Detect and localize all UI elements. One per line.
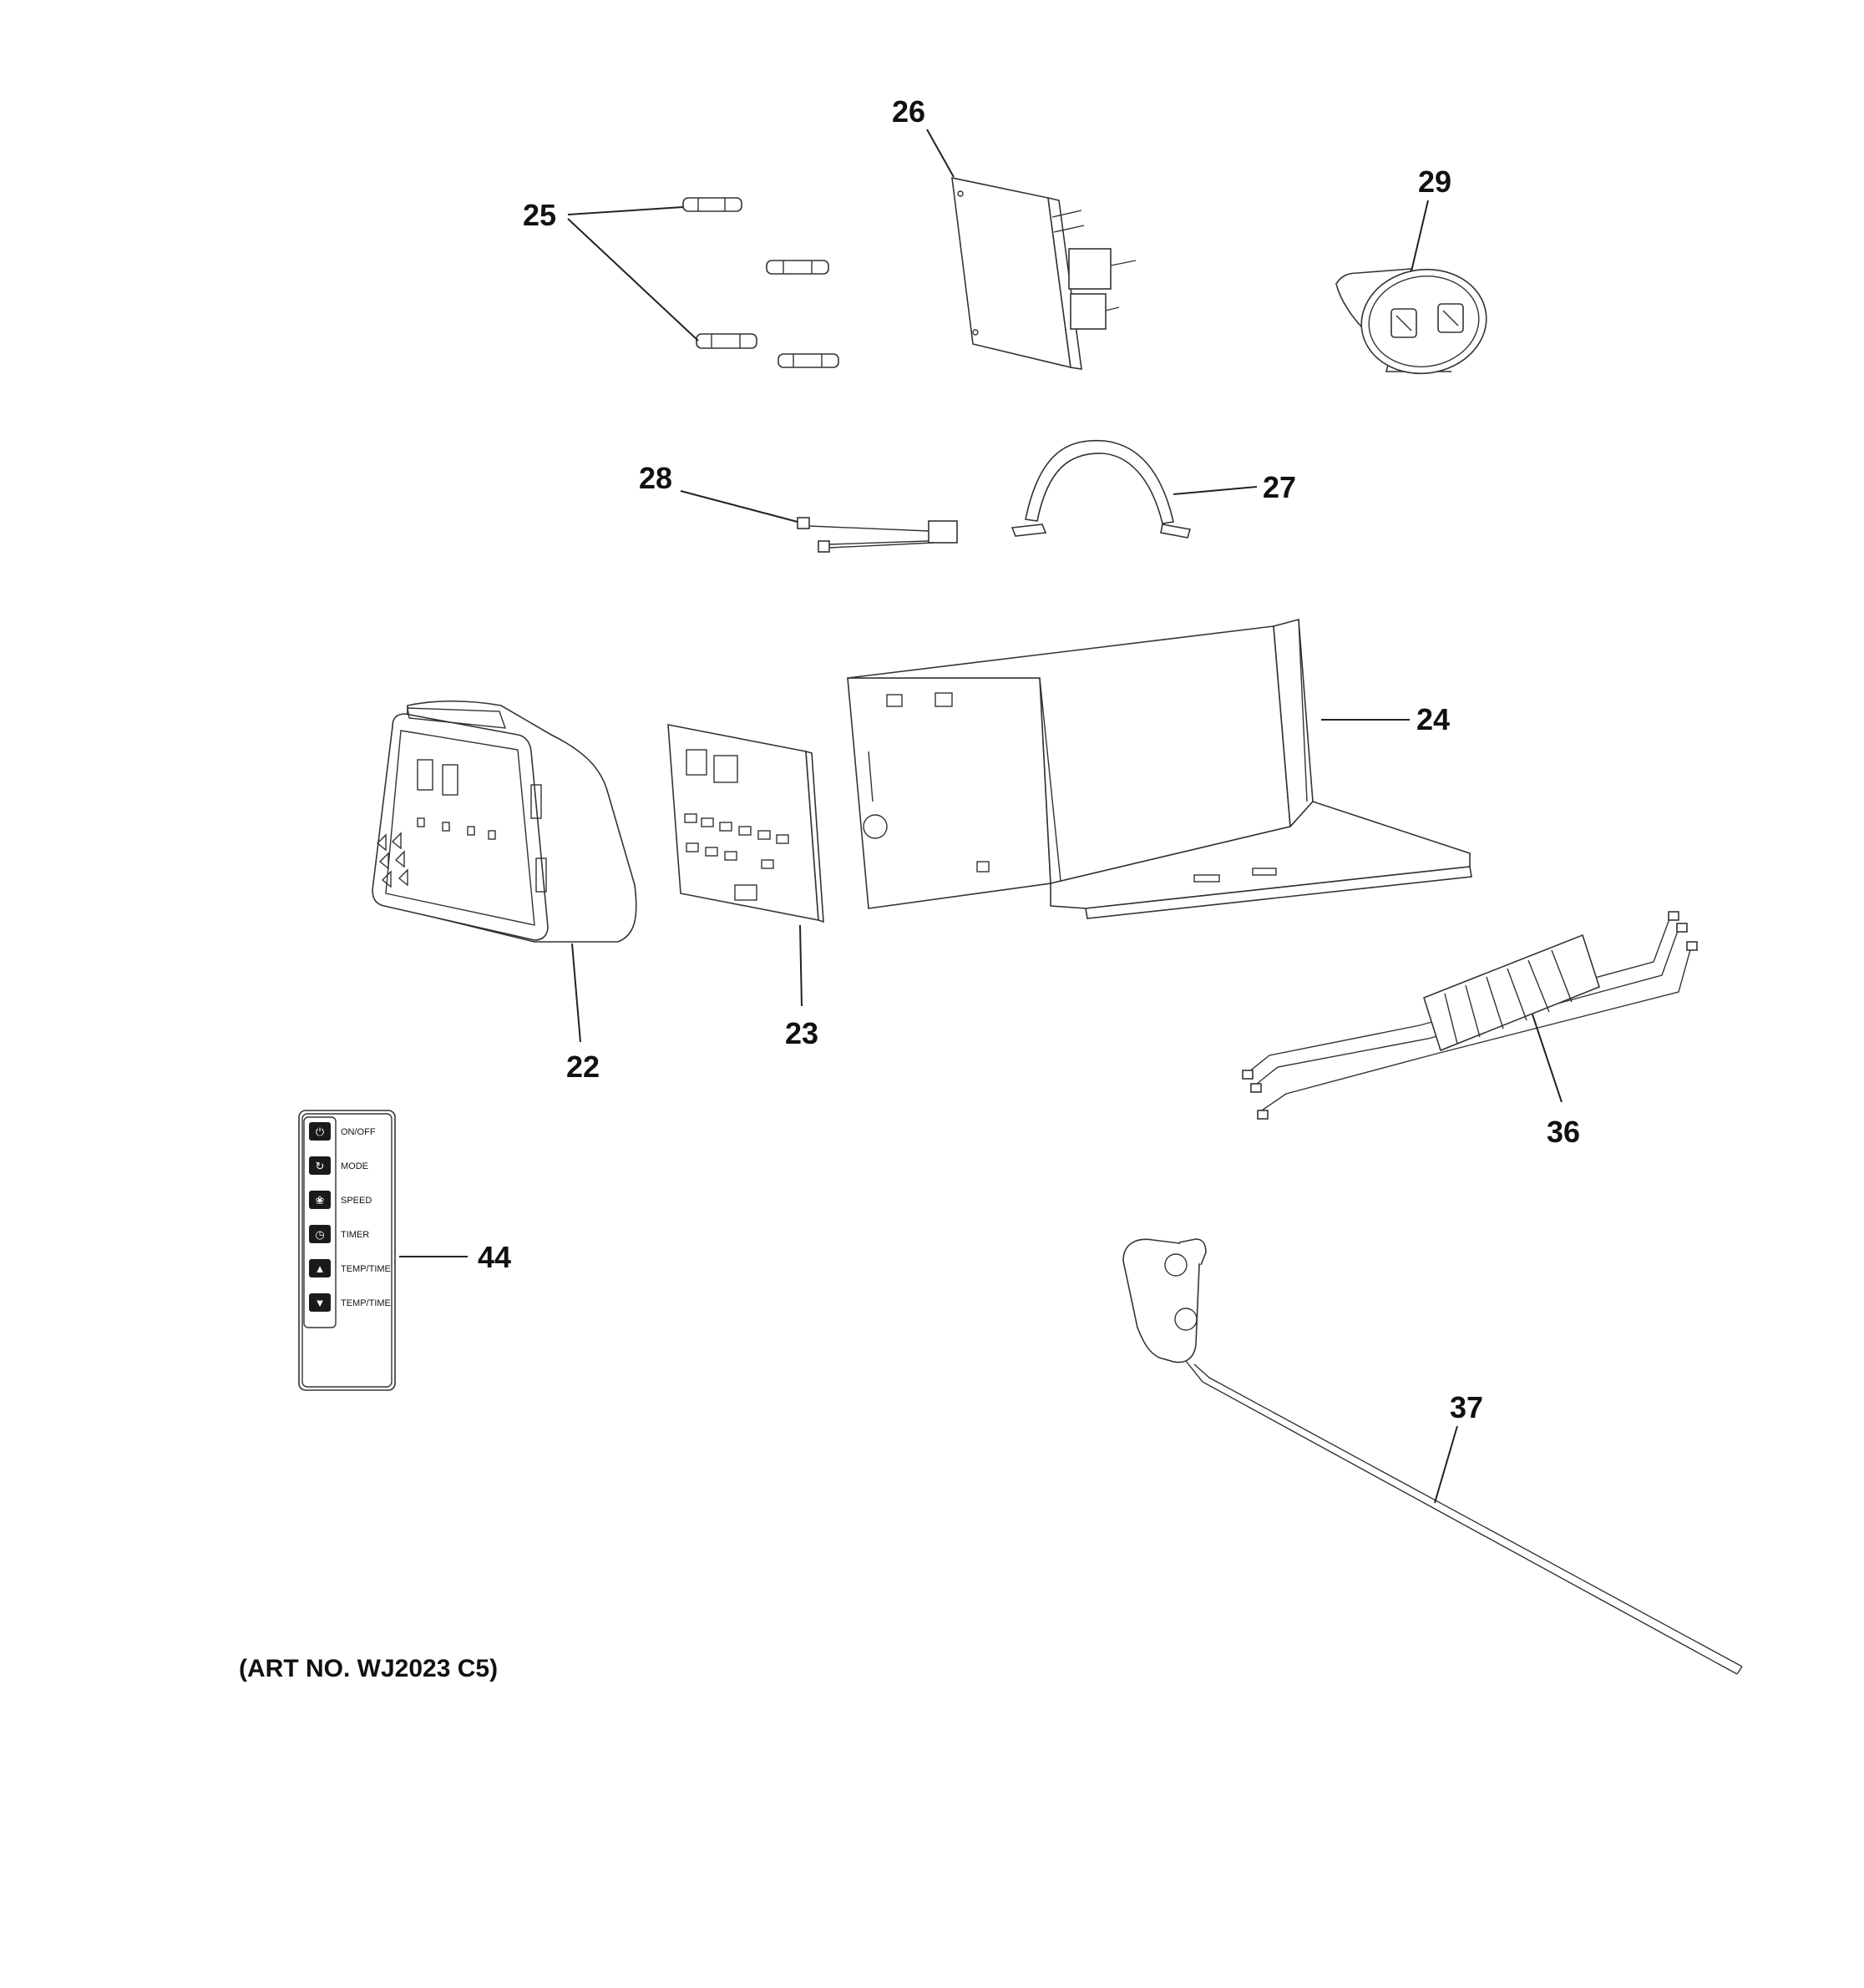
panel-buttons	[376, 817, 496, 888]
remote-button-label: TIMER	[341, 1230, 369, 1240]
remote-button-2: ↻ MODE	[309, 1156, 368, 1175]
remote-button-face	[309, 1156, 331, 1175]
fuse-1	[682, 197, 742, 212]
callout-26: 26	[892, 94, 925, 129]
timer-icon: ◷	[315, 1228, 324, 1241]
remote-button-face	[309, 1293, 331, 1312]
remote-button-label: TEMP/TIME	[341, 1264, 391, 1274]
power-icon: ⏻	[316, 1126, 324, 1138]
part-36-wire-harness	[1242, 911, 1698, 1120]
callout-22: 22	[566, 1050, 600, 1084]
part-27-strap	[1011, 439, 1192, 539]
part-23-pcb	[667, 724, 824, 923]
callout-27: 27	[1263, 470, 1296, 504]
fan-icon: ❀	[316, 1194, 325, 1206]
part-37-sensor	[1122, 1238, 1743, 1675]
remote-button-face	[309, 1259, 331, 1277]
callout-28: 28	[639, 461, 672, 495]
remote-buttons: ⏻ ON/OFF ↻ MODE ❀ SPEED ◷ TIMER ▲ TEMP/TIME ▼ TEMP/…	[309, 1122, 391, 1312]
remote-button-face	[309, 1122, 331, 1141]
remote-button-4: ◷ TIMER	[309, 1225, 369, 1243]
remote-button-5: ▲ TEMP/TIME	[309, 1259, 391, 1277]
remote-button-1: ⏻ ON/OFF	[309, 1122, 376, 1141]
remote-button-face	[309, 1225, 331, 1243]
part-44-remote	[298, 1110, 396, 1391]
callout-25: 25	[523, 198, 556, 232]
part-22-control-housing	[372, 700, 637, 943]
callout-37: 37	[1450, 1390, 1483, 1424]
callout-36: 36	[1547, 1115, 1580, 1149]
part-29-capacitor	[1335, 268, 1487, 375]
remote-button-3: ❀ SPEED	[309, 1191, 372, 1209]
callout-44: 44	[478, 1240, 511, 1274]
art-number: (ART NO. WJ2023 C5)	[239, 1655, 499, 1682]
arrow-up-icon: ▲	[315, 1262, 326, 1275]
callout-29: 29	[1418, 164, 1451, 199]
remote-button-label: SPEED	[341, 1196, 372, 1206]
part-25-fuses	[567, 197, 839, 368]
fuse-3	[696, 333, 757, 349]
remote-button-label: TEMP/TIME	[341, 1298, 391, 1308]
callout-24: 24	[1416, 702, 1450, 736]
remote-button-face	[309, 1191, 331, 1209]
part-26-board	[951, 176, 1137, 370]
fuse-2	[766, 260, 829, 275]
arrow-down-icon: ▼	[315, 1297, 326, 1309]
remote-button-label: ON/OFF	[341, 1127, 376, 1137]
mode-icon: ↻	[316, 1160, 325, 1172]
fuse-4	[778, 353, 839, 368]
part-28-thermistor	[797, 517, 958, 553]
remote-button-label: MODE	[341, 1161, 368, 1171]
remote-button-6: ▼ TEMP/TIME	[309, 1293, 391, 1312]
part-24-control-box	[847, 618, 1472, 919]
pcb-components	[684, 813, 789, 869]
callout-23: 23	[785, 1016, 818, 1050]
